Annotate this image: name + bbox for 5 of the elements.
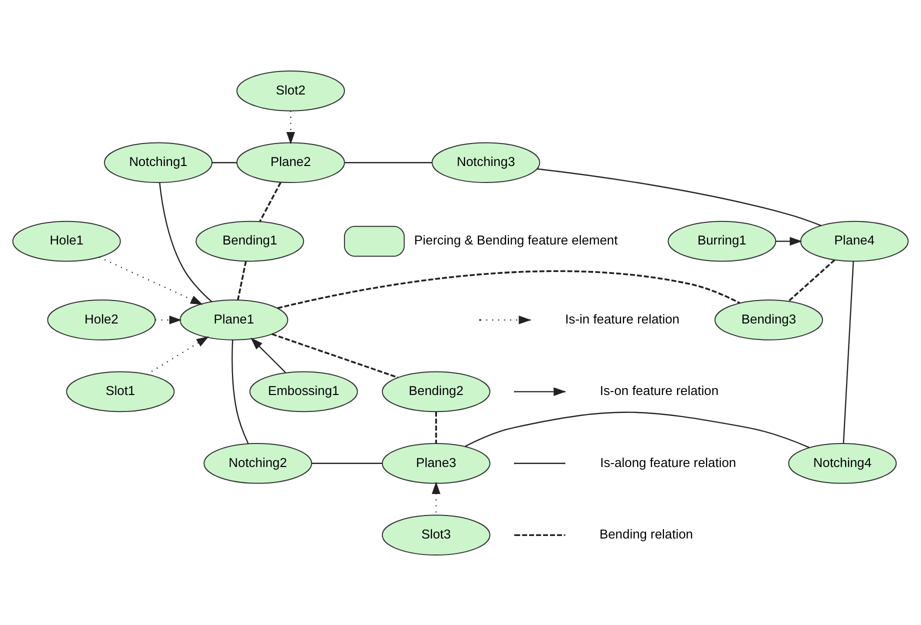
legend-label: Piercing & Bending feature element [414, 232, 618, 248]
legend-label: Is-in feature relation [565, 310, 680, 326]
legend-label: Is-along feature relation [600, 454, 736, 470]
legend-label: Bending relation [599, 526, 694, 541]
legend-label: Is-on feature relation [600, 382, 719, 398]
